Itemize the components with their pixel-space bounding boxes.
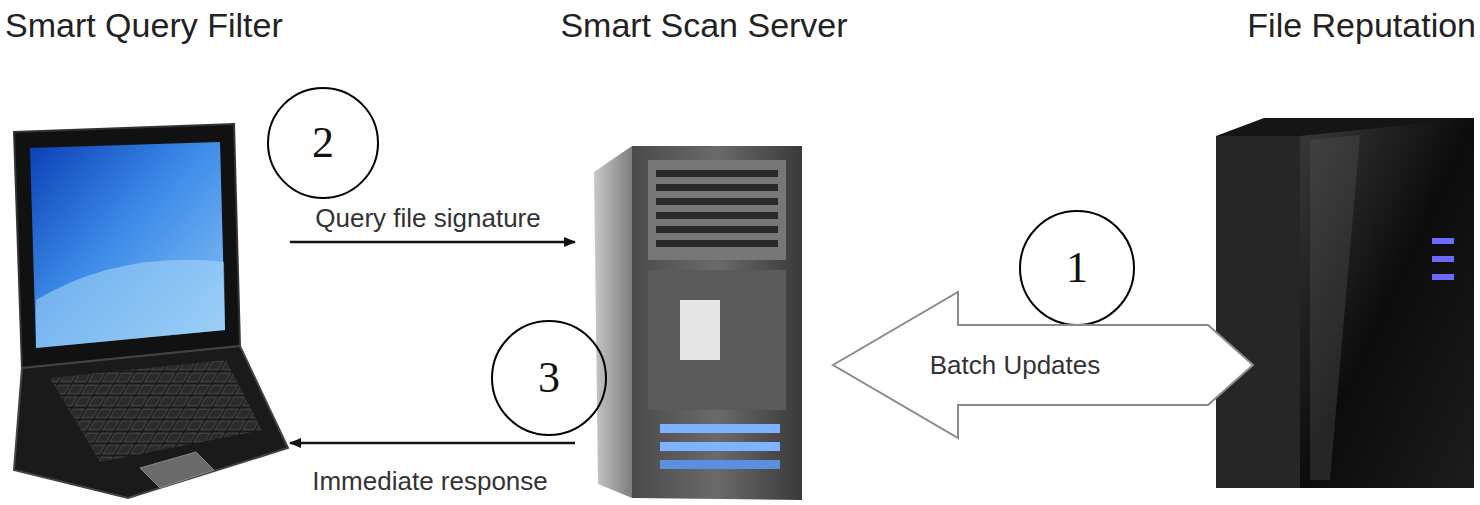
edge-label: Batch Updates xyxy=(930,350,1101,380)
arrow-line xyxy=(290,241,575,244)
device-node: File Reputation xyxy=(1208,0,1476,500)
device-heading: Smart Scan Server xyxy=(560,6,847,45)
edge-label: Query file signature xyxy=(315,203,540,233)
device-node: Smart Scan Server xyxy=(575,0,833,500)
callout-number: 2 xyxy=(283,118,363,168)
device-node: Smart Query Filter xyxy=(5,0,290,500)
block-arrow xyxy=(833,292,1253,438)
arrow-line xyxy=(290,442,575,445)
edge-label: Immediate response xyxy=(312,466,548,496)
device-heading: File Reputation xyxy=(1247,6,1476,45)
callout-number: 3 xyxy=(509,353,589,403)
device-heading: Smart Query Filter xyxy=(5,6,283,45)
callout-number: 1 xyxy=(1037,243,1117,293)
